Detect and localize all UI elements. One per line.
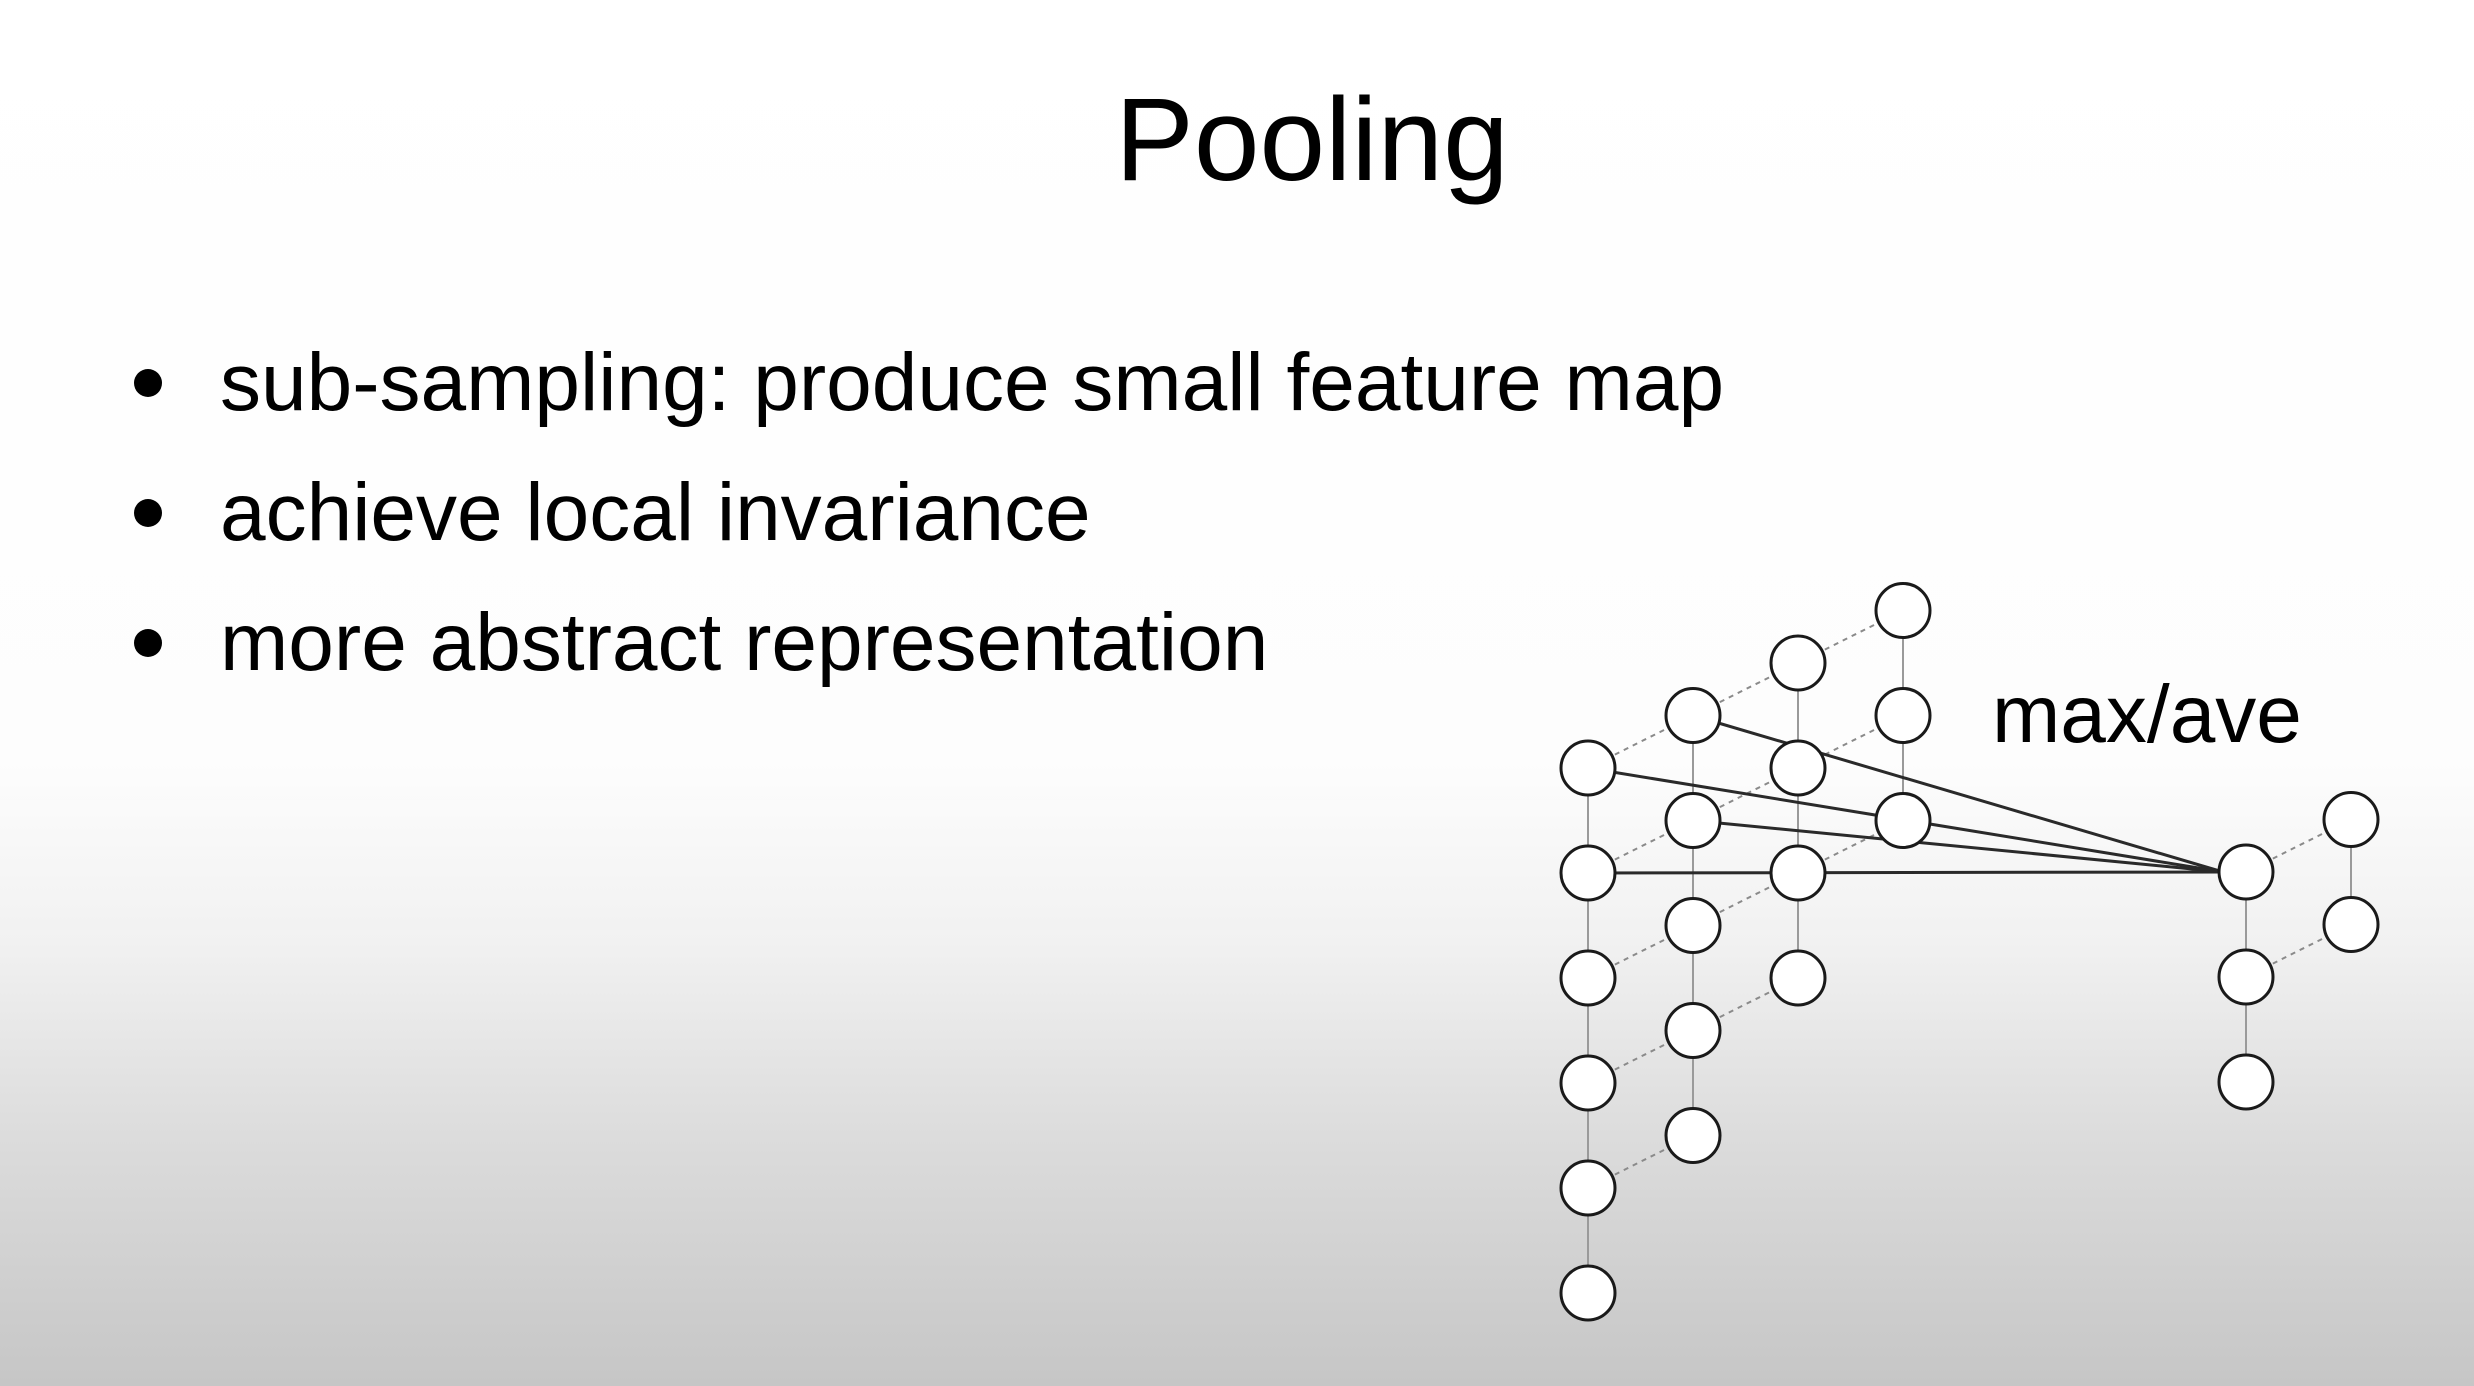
bullet-text: more abstract representation xyxy=(220,597,1269,688)
bullet-icon xyxy=(134,369,162,397)
bullet-text: achieve local invariance xyxy=(220,467,1091,558)
bullet-icon xyxy=(134,499,162,527)
input-node xyxy=(1664,1002,1722,1059)
input-node xyxy=(1559,739,1617,797)
bullet-item: achieve local invariance xyxy=(130,448,1724,578)
input-node xyxy=(1664,792,1722,849)
bullet-item: sub-sampling: produce small feature map xyxy=(130,318,1724,448)
input-node xyxy=(1769,634,1827,692)
input-node xyxy=(1559,1159,1617,1217)
input-node xyxy=(1559,1264,1617,1322)
input-node xyxy=(1559,844,1617,902)
pooling-connection xyxy=(1692,714,2224,874)
input-node xyxy=(1769,739,1827,797)
output-node xyxy=(2217,1053,2275,1111)
input-node xyxy=(1874,582,1932,639)
input-node xyxy=(1874,792,1932,849)
input-node xyxy=(1559,1054,1617,1112)
pooling-connection xyxy=(1587,870,2224,875)
input-node xyxy=(1664,1107,1722,1164)
bullet-item: more abstract representation xyxy=(130,578,1724,708)
output-node xyxy=(2217,843,2275,901)
input-node xyxy=(1769,949,1827,1007)
input-node xyxy=(1664,687,1722,744)
neuron-nodes xyxy=(1559,582,2380,1322)
input-node xyxy=(1559,949,1617,1007)
bullet-icon xyxy=(134,629,162,657)
pooling-connection xyxy=(1692,819,2224,874)
output-node xyxy=(2322,896,2380,953)
bullet-list: sub-sampling: produce small feature map … xyxy=(130,318,1724,708)
bullet-text: sub-sampling: produce small feature map xyxy=(220,337,1725,428)
slide-title: Pooling xyxy=(1115,74,1509,206)
output-node xyxy=(2217,948,2275,1006)
input-node xyxy=(1874,687,1932,744)
output-node xyxy=(2322,791,2380,848)
input-node xyxy=(1664,897,1722,954)
operation-label: max/ave xyxy=(1992,669,2302,760)
input-node xyxy=(1769,844,1827,902)
